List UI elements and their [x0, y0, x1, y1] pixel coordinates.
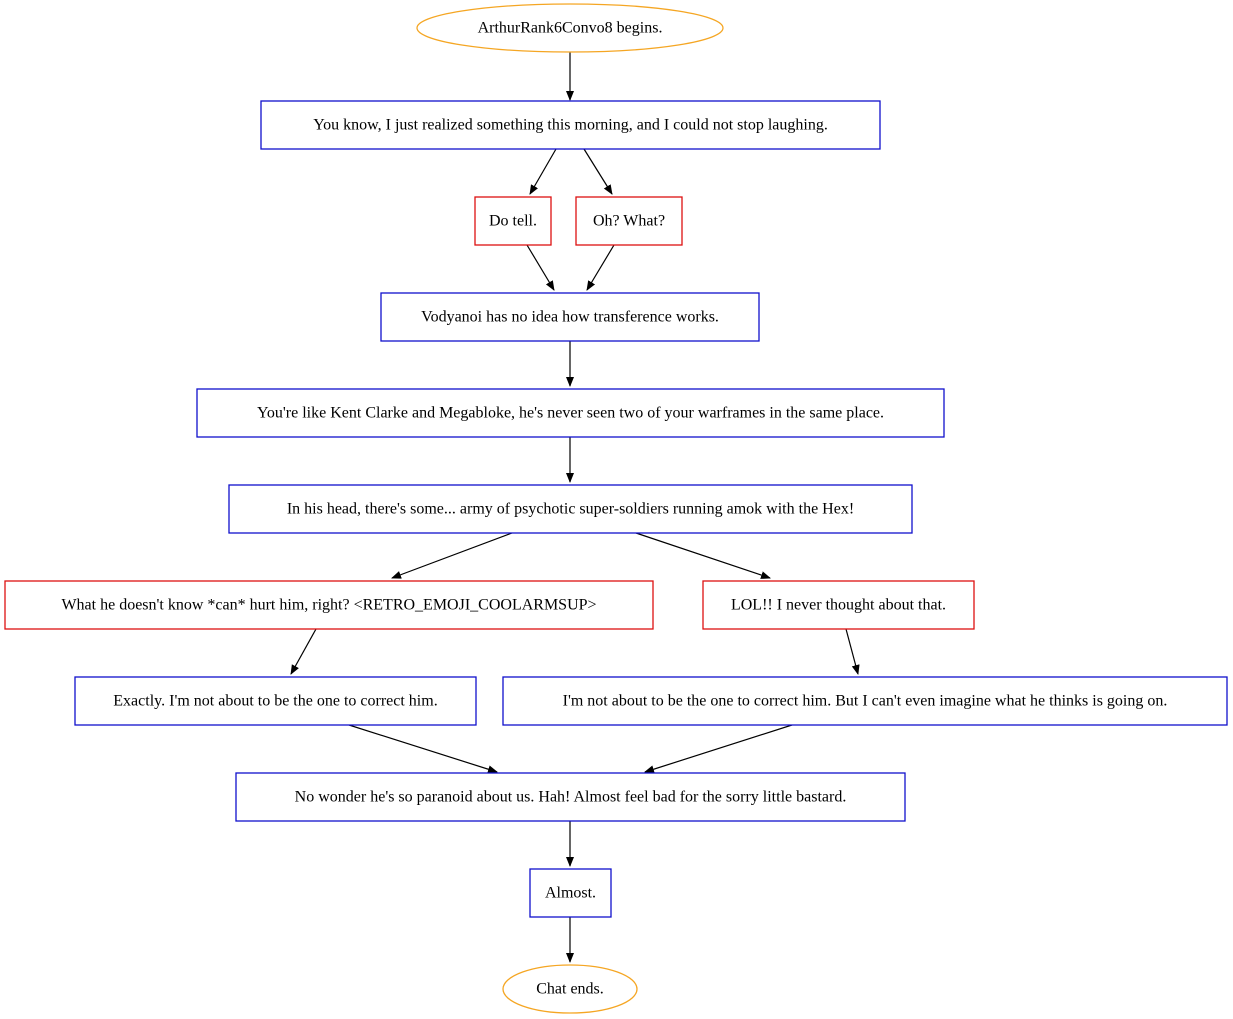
edge-n5-to-n7 [348, 724, 498, 774]
edge-p1-to-n2 [526, 244, 555, 291]
edge-n1-to-p2 [583, 148, 613, 195]
npc-line-box [380, 292, 760, 342]
node-p2: Oh? What? [575, 196, 683, 246]
node-n1: You know, I just realized something this… [260, 100, 881, 150]
node-n8: Almost. [529, 868, 612, 918]
node-n3: You're like Kent Clarke and Megabloke, h… [196, 388, 945, 438]
edge-p2-to-n2 [586, 244, 615, 291]
player-choice-box [4, 580, 654, 630]
node-label: You know, I just realized something this… [313, 117, 828, 134]
npc-line-box [74, 676, 477, 726]
player-choice-box [702, 580, 975, 630]
node-n5: Exactly. I'm not about to be the one to … [74, 676, 477, 726]
edge-p4-to-n6 [845, 628, 860, 675]
node-label: Do tell. [489, 213, 537, 230]
edge-p3-to-n5 [290, 628, 317, 675]
terminal-ellipse [416, 3, 724, 53]
node-label: You're like Kent Clarke and Megabloke, h… [257, 405, 884, 422]
node-n7: No wonder he's so paranoid about us. Hah… [235, 772, 906, 822]
edge-n6-to-n7 [644, 724, 793, 774]
node-p4: LOL!! I never thought about that. [702, 580, 975, 630]
player-choice-box [474, 196, 552, 246]
node-label: Almost. [545, 885, 596, 902]
edge-n1-to-p1 [529, 148, 557, 195]
node-label: No wonder he's so paranoid about us. Hah… [295, 789, 847, 806]
node-label: Exactly. I'm not about to be the one to … [113, 693, 437, 710]
node-p1: Do tell. [474, 196, 552, 246]
terminal-ellipse [502, 964, 638, 1014]
npc-line-box [529, 868, 612, 918]
npc-line-box [502, 676, 1228, 726]
node-p3: What he doesn't know *can* hurt him, rig… [4, 580, 654, 630]
npc-line-box [228, 484, 913, 534]
node-label: Oh? What? [593, 213, 665, 230]
node-label: ArthurRank6Convo8 begins. [478, 20, 663, 37]
node-label: What he doesn't know *can* hurt him, rig… [61, 597, 596, 614]
player-choice-box [575, 196, 683, 246]
node-start: ArthurRank6Convo8 begins. [416, 3, 724, 53]
edges-layer [290, 52, 860, 963]
npc-line-box [235, 772, 906, 822]
node-label: I'm not about to be the one to correct h… [563, 693, 1168, 710]
edge-n4-to-p4 [635, 532, 771, 579]
node-n2: Vodyanoi has no idea how transference wo… [380, 292, 760, 342]
npc-line-box [196, 388, 945, 438]
node-n6: I'm not about to be the one to correct h… [502, 676, 1228, 726]
npc-line-box [260, 100, 881, 150]
node-end: Chat ends. [502, 964, 638, 1014]
node-label: In his head, there's some... army of psy… [287, 501, 854, 518]
node-label: Chat ends. [536, 981, 604, 998]
node-label: LOL!! I never thought about that. [731, 597, 946, 614]
nodes-layer: ArthurRank6Convo8 begins. You know, I jus… [4, 3, 1228, 1014]
node-label: Vodyanoi has no idea how transference wo… [421, 309, 719, 326]
edge-n4-to-p3 [391, 532, 513, 579]
node-n4: In his head, there's some... army of psy… [228, 484, 913, 534]
